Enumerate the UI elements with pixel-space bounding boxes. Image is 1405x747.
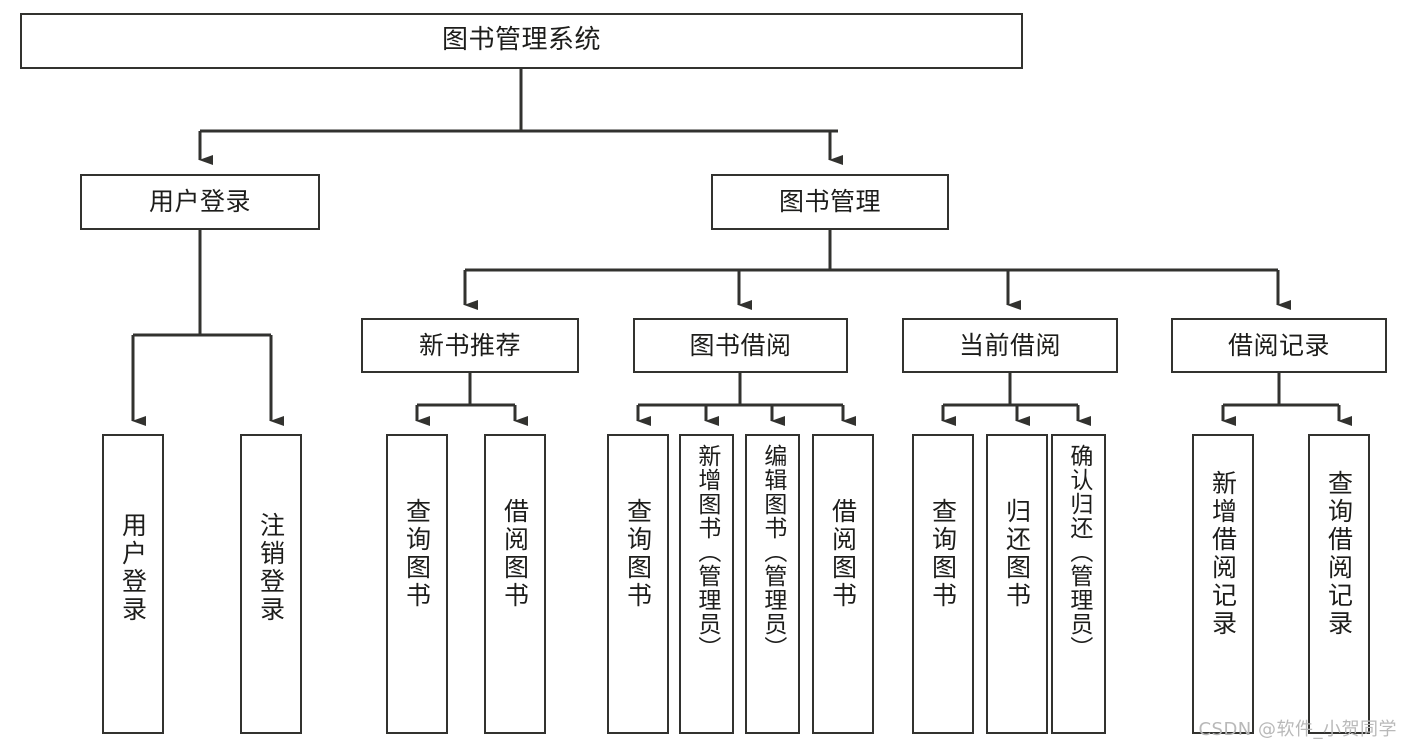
node-leaf-add-record-label: 新增借阅记录 xyxy=(1208,470,1238,638)
node-root-label: 图书管理系统 xyxy=(441,25,601,56)
node-leaf-user-logout[interactable]: 注销登录 xyxy=(240,434,302,734)
node-root[interactable]: 图书管理系统 xyxy=(20,13,1023,69)
node-book-borrow[interactable]: 图书借阅 xyxy=(633,318,848,373)
node-leaf-user-login[interactable]: 用户登录 xyxy=(102,434,164,734)
node-leaf-query-book-2-label: 查询图书 xyxy=(623,498,653,610)
node-leaf-borrow-book-2-label: 借阅图书 xyxy=(828,498,858,610)
node-book-manage[interactable]: 图书管理 xyxy=(711,174,949,230)
node-leaf-user-logout-label: 注销登录 xyxy=(256,512,286,624)
node-leaf-query-book-2[interactable]: 查询图书 xyxy=(607,434,669,734)
node-book-borrow-label: 图书借阅 xyxy=(689,330,792,360)
node-current-borrow-label: 当前借阅 xyxy=(958,330,1061,360)
node-new-book-recommend[interactable]: 新书推荐 xyxy=(361,318,579,373)
node-leaf-add-record[interactable]: 新增借阅记录 xyxy=(1192,434,1254,734)
node-leaf-query-book-3-label: 查询图书 xyxy=(928,498,958,610)
node-leaf-query-book-1-label: 查询图书 xyxy=(402,498,432,610)
node-leaf-query-record[interactable]: 查询借阅记录 xyxy=(1308,434,1370,734)
node-leaf-borrow-book-1-label: 借阅图书 xyxy=(500,498,530,610)
csdn-watermark: CSDN @软件_小贺同学 xyxy=(1198,719,1397,740)
node-new-book-recommend-label: 新书推荐 xyxy=(418,330,521,360)
node-leaf-confirm-return[interactable]: 确认归还（管理员） xyxy=(1051,434,1106,734)
node-leaf-borrow-book-2[interactable]: 借阅图书 xyxy=(812,434,874,734)
node-leaf-user-login-label: 用户登录 xyxy=(118,512,148,624)
node-borrow-record-label: 借阅记录 xyxy=(1227,330,1330,360)
node-book-manage-label: 图书管理 xyxy=(778,187,881,216)
node-leaf-edit-book[interactable]: 编辑图书（管理员） xyxy=(745,434,800,734)
node-user-login[interactable]: 用户登录 xyxy=(80,174,320,230)
node-leaf-query-book-3[interactable]: 查询图书 xyxy=(912,434,974,734)
node-leaf-query-book-1[interactable]: 查询图书 xyxy=(386,434,448,734)
node-leaf-query-record-label: 查询借阅记录 xyxy=(1324,470,1354,638)
node-current-borrow[interactable]: 当前借阅 xyxy=(902,318,1118,373)
node-user-login-label: 用户登录 xyxy=(148,187,251,216)
node-leaf-add-book-label: 新增图书（管理员） xyxy=(693,444,720,660)
node-leaf-borrow-book-1[interactable]: 借阅图书 xyxy=(484,434,546,734)
node-leaf-return-book-label: 归还图书 xyxy=(1002,498,1032,610)
node-borrow-record[interactable]: 借阅记录 xyxy=(1171,318,1387,373)
node-leaf-edit-book-label: 编辑图书（管理员） xyxy=(759,444,786,660)
node-leaf-confirm-return-label: 确认归还（管理员） xyxy=(1065,444,1092,660)
node-leaf-add-book[interactable]: 新增图书（管理员） xyxy=(679,434,734,734)
node-leaf-return-book[interactable]: 归还图书 xyxy=(986,434,1048,734)
